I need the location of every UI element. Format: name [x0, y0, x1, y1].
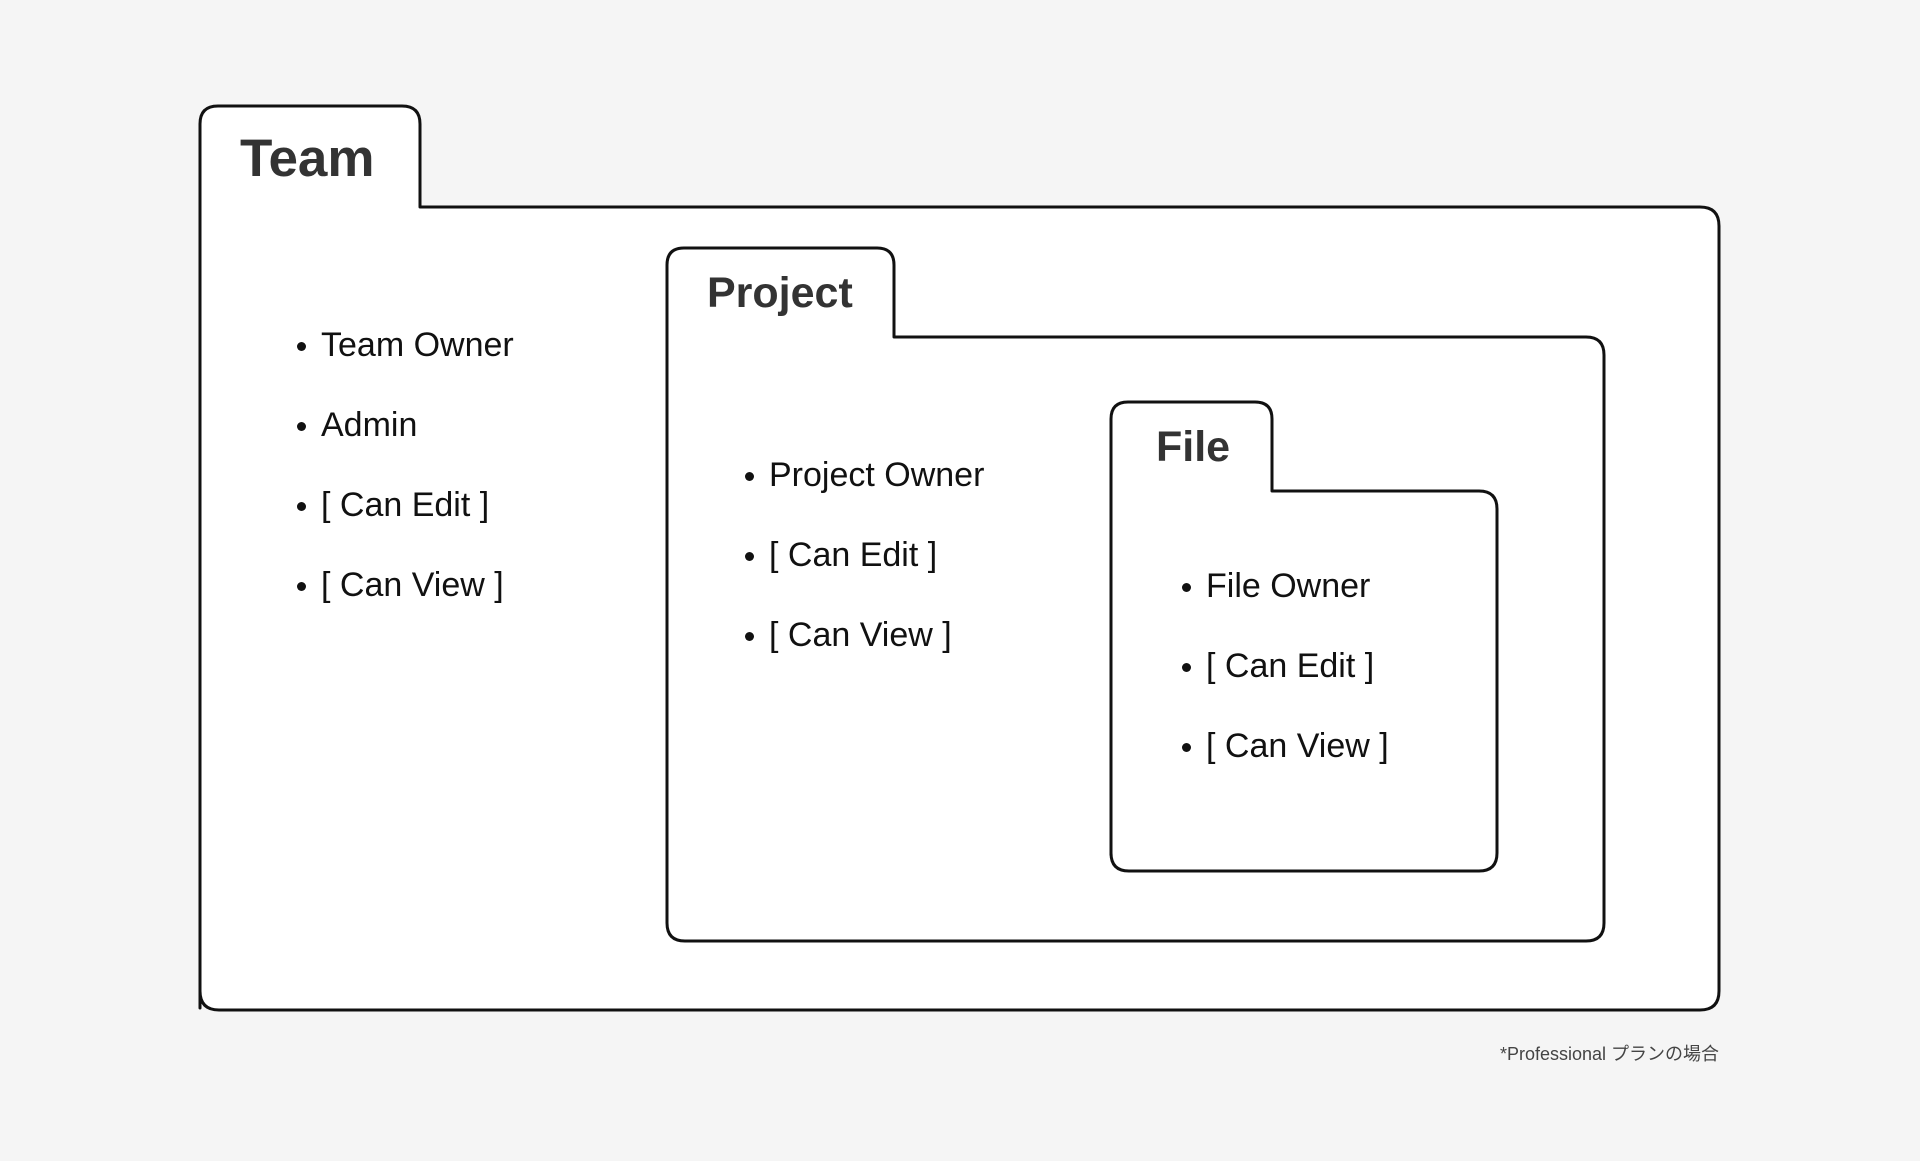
list-item: [ Can View ]: [745, 615, 984, 655]
project-title: Project: [707, 269, 853, 317]
list-item: [ Can Edit ]: [297, 485, 514, 525]
file-title: File: [1156, 423, 1231, 471]
project-role-list: Project Owner [ Can Edit ] [ Can View ]: [745, 455, 984, 695]
list-item: Project Owner: [745, 455, 984, 495]
file-folder-shape: [1109, 400, 1499, 873]
list-item: [ Can View ]: [297, 565, 514, 605]
footnote: *Professional プランの場合: [1499, 1044, 1719, 1064]
list-item: File Owner: [1182, 566, 1389, 606]
team-title: Team: [240, 129, 375, 188]
list-item: [ Can Edit ]: [1182, 646, 1389, 686]
list-item: [ Can View ]: [1182, 726, 1389, 766]
team-role-list: Team Owner Admin [ Can Edit ] [ Can View…: [297, 325, 514, 645]
file-role-list: File Owner [ Can Edit ] [ Can View ]: [1182, 566, 1389, 806]
list-item: Team Owner: [297, 325, 514, 365]
list-item: [ Can Edit ]: [745, 535, 984, 575]
list-item: Admin: [297, 405, 514, 445]
